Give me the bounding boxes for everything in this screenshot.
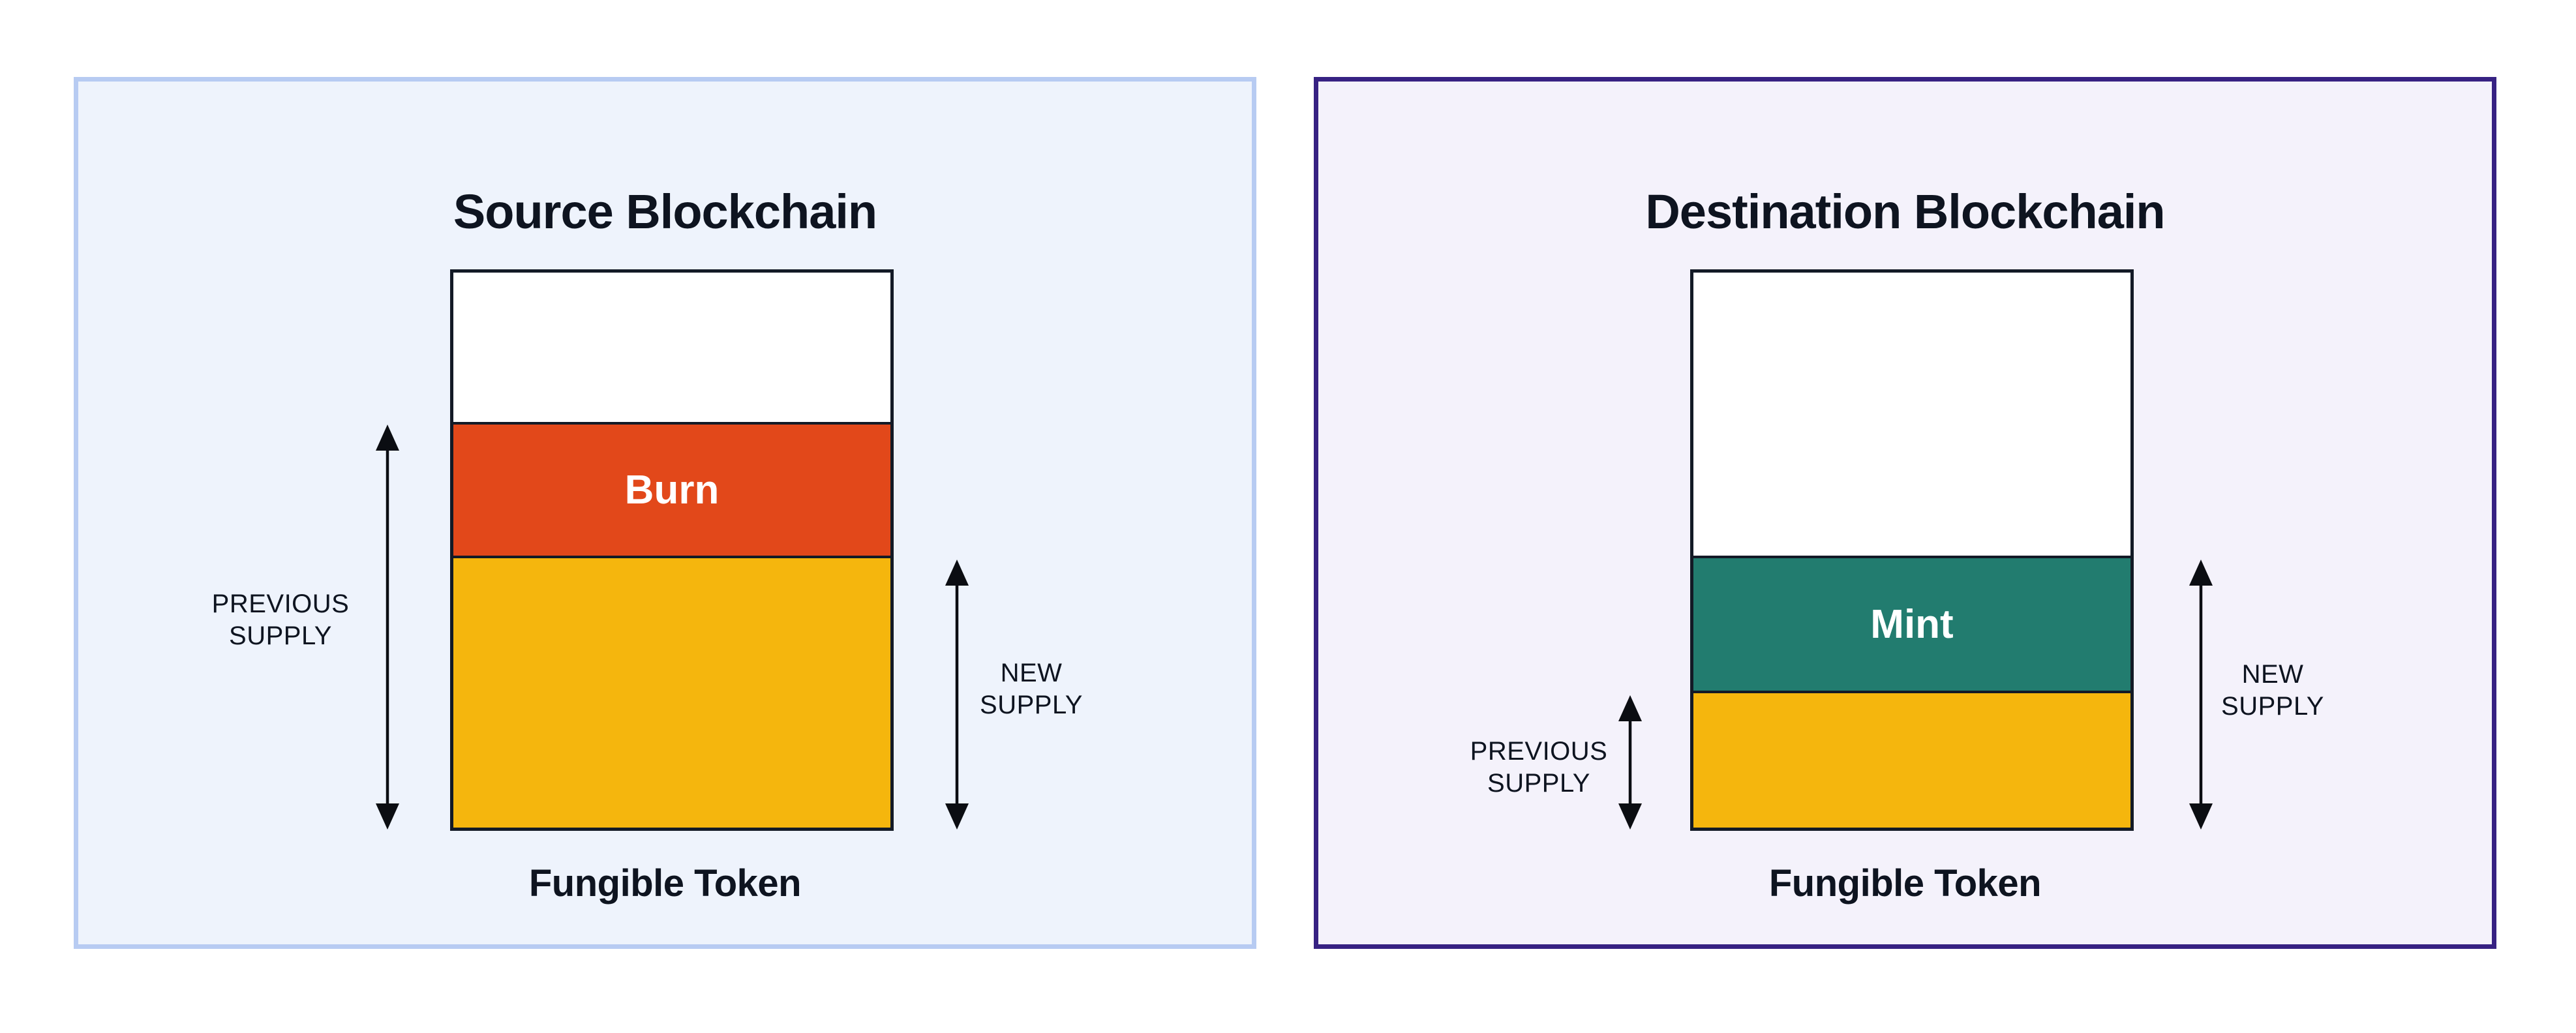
destination-empty-segment: [1693, 273, 2130, 559]
burn-segment: Burn: [453, 425, 890, 559]
destination-previous-supply-segment: [1693, 693, 2130, 828]
destination-previous-supply-arrow-icon: [1618, 695, 1642, 830]
mint-segment: Mint: [1693, 558, 2130, 693]
source-empty-segment: [453, 273, 890, 425]
destination-new-supply-label: NEW SUPPLY: [2221, 660, 2324, 721]
mint-segment-label: Mint: [1870, 601, 1954, 647]
destination-previous-supply-label: PREVIOUS SUPPLY: [1470, 737, 1608, 798]
destination-token-label: Fungible Token: [1768, 862, 2042, 905]
source-previous-supply-label: PREVIOUS SUPPLY: [211, 590, 350, 650]
destination-panel-title: Destination Blockchain: [1645, 185, 2165, 239]
destination-token-bar: Mint: [1690, 269, 2134, 831]
burn-segment-label: Burn: [624, 468, 720, 513]
source-panel-title: Source Blockchain: [453, 185, 877, 239]
source-token-label: Fungible Token: [528, 862, 802, 905]
source-new-supply-arrow-icon: [945, 560, 969, 830]
source-new-supply-segment: [453, 558, 890, 828]
destination-blockchain-panel: Destination Blockchain Mint PREVIOUS SUP…: [1314, 77, 2496, 949]
source-new-supply-label: NEW SUPPLY: [980, 659, 1083, 719]
source-token-bar: Burn: [450, 269, 894, 831]
destination-new-supply-arrow-icon: [2189, 560, 2213, 830]
source-blockchain-panel: Source Blockchain Burn PREVIOUS SUPPLY N…: [74, 77, 1256, 949]
source-previous-supply-arrow-icon: [376, 425, 399, 830]
